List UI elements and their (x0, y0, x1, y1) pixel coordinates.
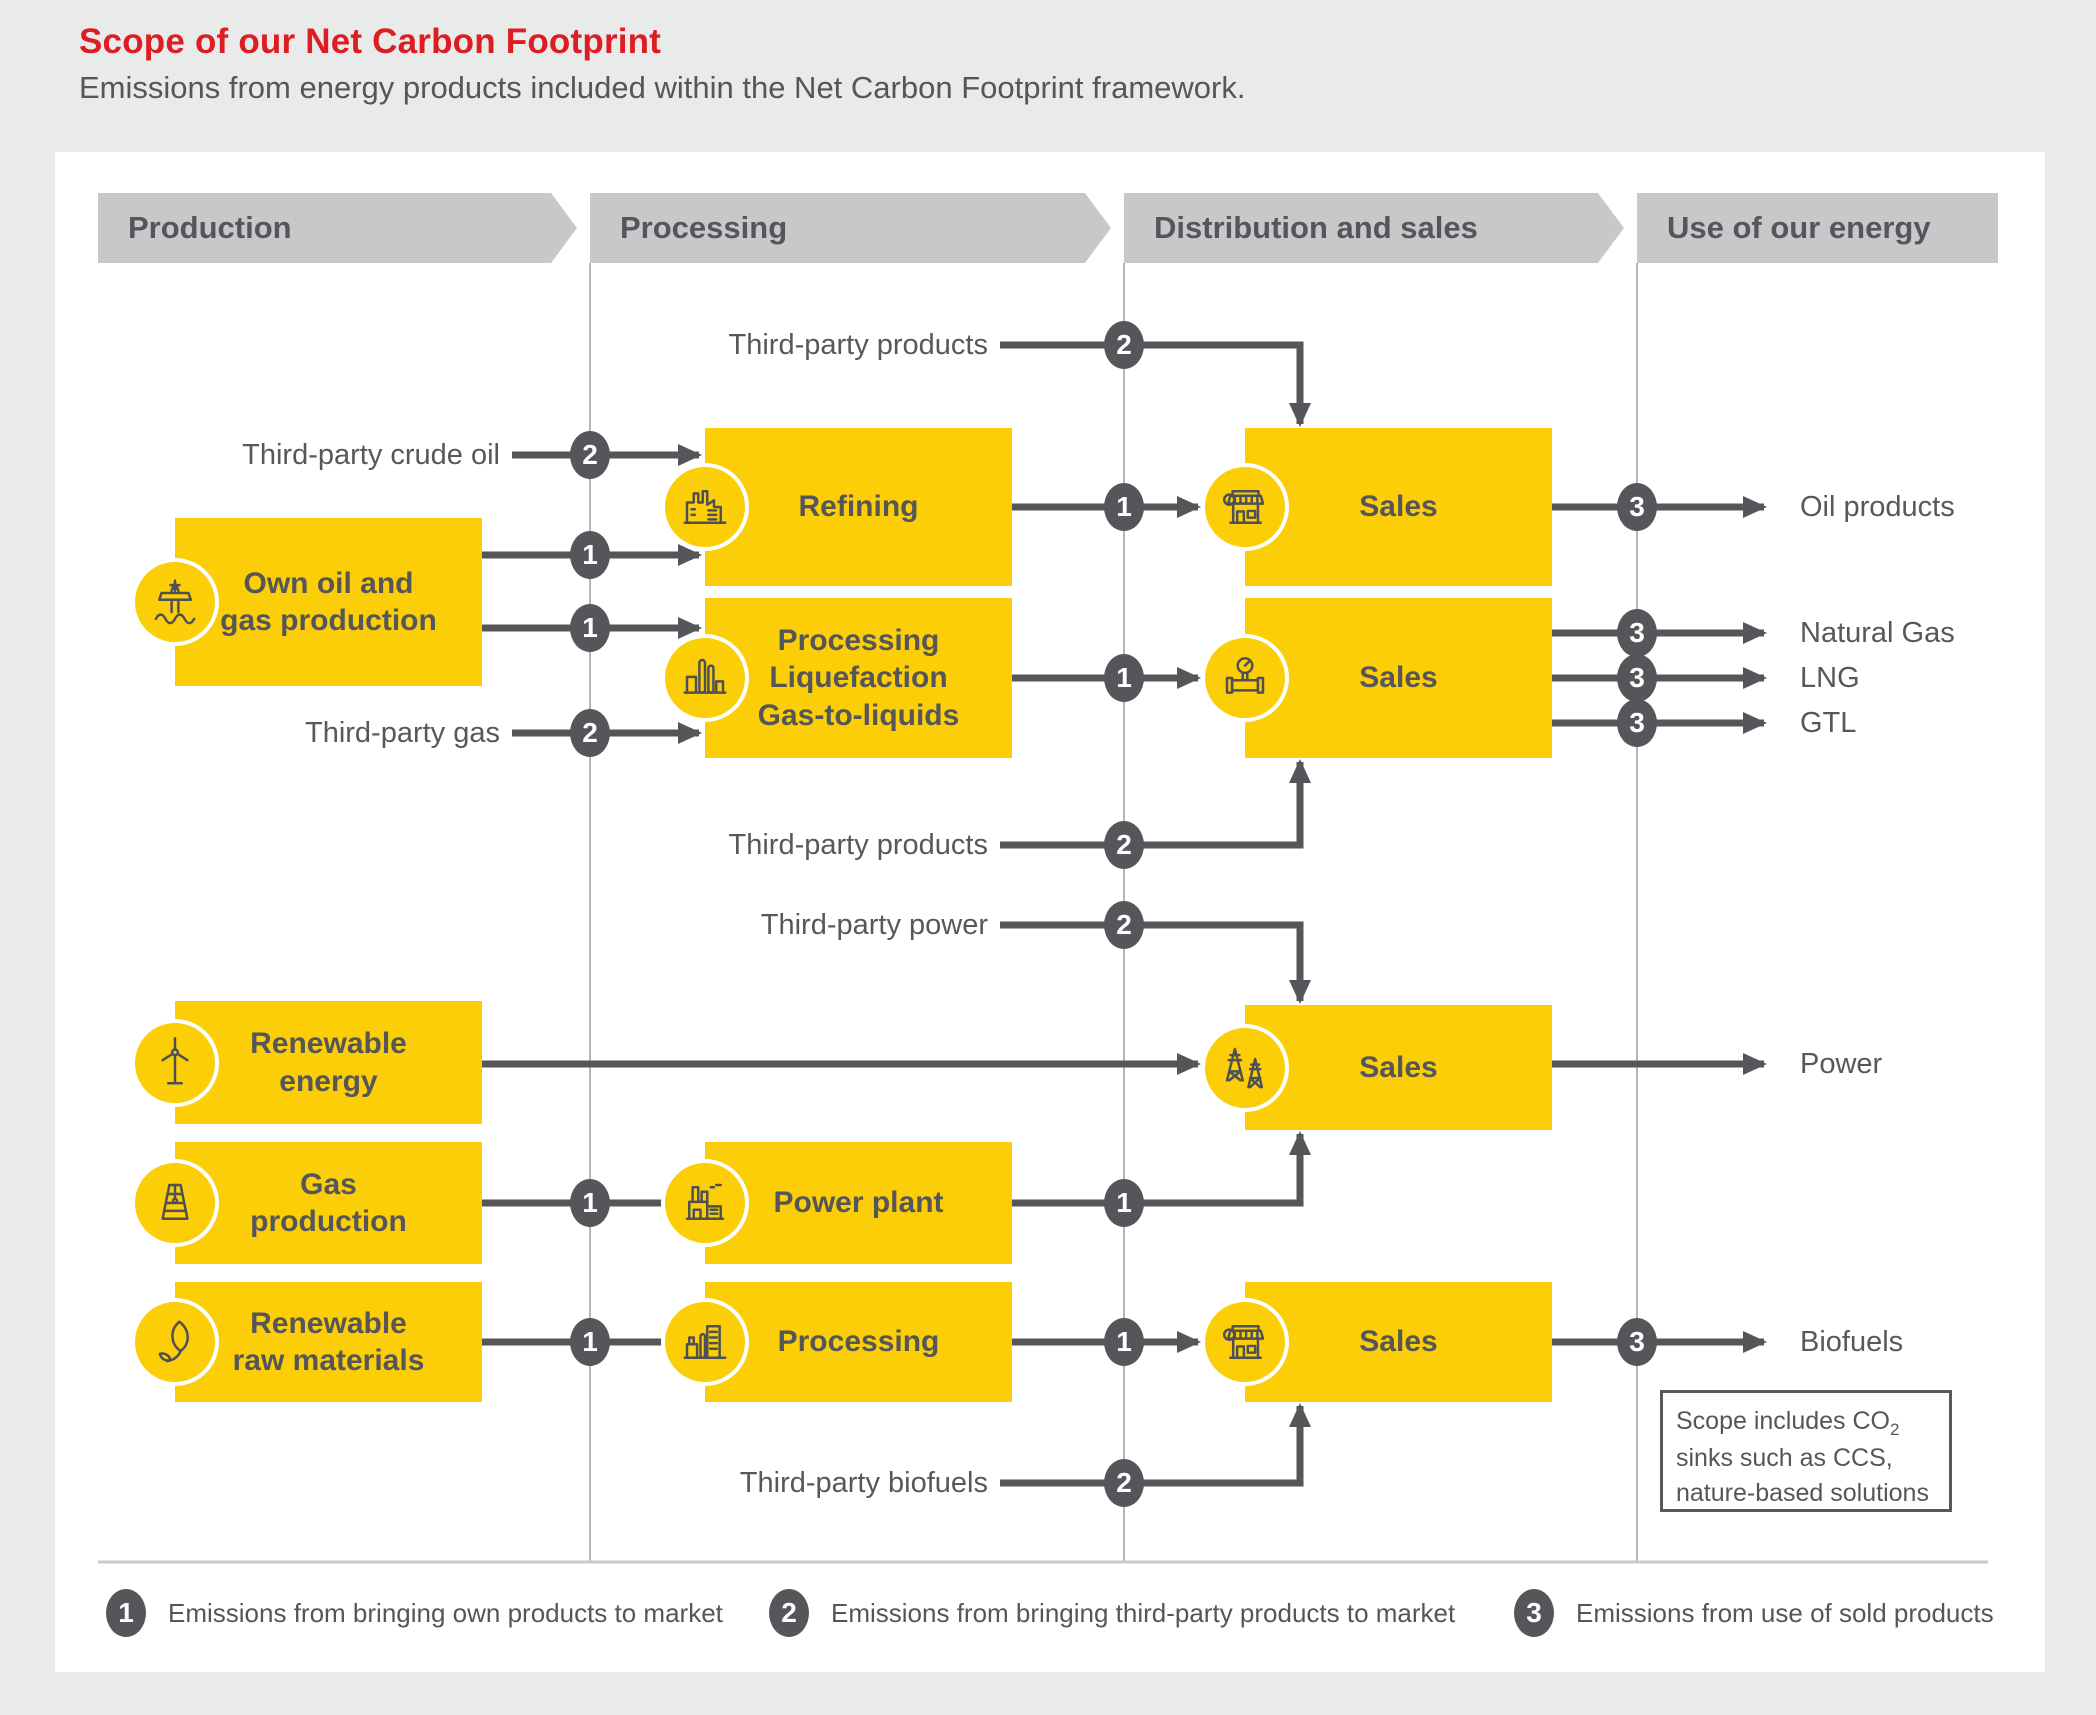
input-label-third-party-biofuels: Third-party biofuels (739, 1467, 988, 1499)
transmission-towers-icon (1201, 1023, 1289, 1112)
scope-note: Scope includes CO2 sinks such as CCS, na… (1660, 1390, 1952, 1512)
node-label: Sales (1359, 661, 1438, 695)
pipeline-gauge-icon (1201, 634, 1289, 722)
wire-third-party-products-to-sales-gas (1000, 759, 1311, 849)
badge-third-party: 2 (1104, 901, 1144, 949)
badge-third-party: 2 (1104, 821, 1144, 869)
output-label-power: Power (1800, 1048, 1883, 1080)
wire-third-party-products-to-sales-oil (1000, 341, 1311, 427)
node-label: Gas production (250, 1167, 407, 1239)
node-label: Renewable raw materials (232, 1306, 425, 1378)
output-label-oil-products: Oil products (1800, 491, 1955, 523)
node-gas-production: Gas production (131, 1142, 482, 1264)
legend-item-own-products: 1 Emissions from bringing own products t… (106, 1589, 723, 1637)
badge-own-products: 1 (570, 1318, 610, 1366)
offshore-platform-icon (131, 558, 219, 646)
legend-badge-3: 3 (1514, 1589, 1554, 1637)
stage-header-processing: Processing (590, 193, 1111, 263)
drilling-derrick-icon (131, 1159, 219, 1247)
badge-sold-products: 3 (1617, 609, 1657, 657)
node-label: Sales (1359, 1050, 1438, 1084)
badge-sold-products: 3 (1617, 1318, 1657, 1366)
wind-turbine-icon (131, 1018, 219, 1107)
stage-label: Distribution and sales (1154, 210, 1478, 245)
node-sales-power: Sales (1201, 1005, 1552, 1130)
badge-own-products: 1 (570, 604, 610, 652)
scope-note-line3: nature-based solutions (1676, 1478, 1929, 1507)
input-label-third-party-products: Third-party products (728, 829, 989, 861)
scope-note-line2: sinks such as CCS, (1676, 1444, 1893, 1473)
legend-badge-2: 2 (769, 1589, 809, 1637)
node-label: Renewable energy (250, 1027, 407, 1098)
node-label: Sales (1359, 490, 1438, 524)
input-label-third-party-crude-oil: Third-party crude oil (242, 439, 500, 471)
input-label-third-party-gas: Third-party gas (304, 717, 500, 749)
badge-own-products: 1 (1104, 1179, 1144, 1227)
stage-header-use-of-our-energy: Use of our energy (1637, 193, 1998, 263)
petrochemical-plant-icon (661, 634, 749, 722)
stage-header-distribution-and-sales: Distribution and sales (1124, 193, 1624, 263)
page-subtitle: Emissions from energy products included … (79, 70, 1246, 105)
badge-own-products: 1 (1104, 483, 1144, 531)
badge-third-party: 2 (570, 709, 610, 757)
node-sales-biofuels: Sales (1201, 1282, 1552, 1402)
node-label: Processing Liquefaction Gas-to-liquids (757, 623, 960, 732)
stage-label: Use of our energy (1667, 210, 1931, 245)
wire-power-plant-to-sales-power (1012, 1131, 1311, 1207)
leaf-icon (131, 1298, 219, 1386)
badge-third-party: 2 (1104, 1459, 1144, 1507)
stage-label: Production (128, 210, 292, 245)
node-label: Refining (798, 490, 919, 524)
output-label-natural-gas: Natural Gas (1800, 617, 1955, 649)
legend-text: Emissions from bringing own products to … (168, 1597, 723, 1628)
legend-badge-1: 1 (106, 1589, 146, 1637)
stage-label: Processing (620, 210, 788, 245)
node-refining: Refining (661, 428, 1012, 586)
stage-header-production: Production (98, 193, 577, 263)
badge-own-products: 1 (570, 531, 610, 579)
node-sales-oil: Sales (1201, 428, 1552, 586)
refinery-icon (661, 463, 749, 551)
node-renewable-energy: Renewable energy (131, 1001, 482, 1124)
processing-buildings-icon (661, 1298, 749, 1386)
storefront-icon (1201, 463, 1289, 551)
legend-text: Emissions from bringing third-party prod… (831, 1597, 1456, 1628)
scope-note-line1: Scope includes CO (1676, 1407, 1891, 1435)
badge-third-party: 2 (1104, 321, 1144, 369)
badge-own-products: 1 (1104, 654, 1144, 702)
output-label-gtl: GTL (1800, 707, 1857, 739)
node-renewable-raw-materials: Renewable raw materials (131, 1282, 482, 1402)
badge-sold-products: 3 (1617, 654, 1657, 702)
output-label-lng: LNG (1800, 662, 1860, 694)
power-plant-icon (661, 1159, 749, 1247)
badge-sold-products: 3 (1617, 483, 1657, 531)
node-processing-biofuels: Processing (661, 1282, 1012, 1402)
badge-own-products: 1 (570, 1179, 610, 1227)
scope-note-subscript: 2 (1890, 1420, 1900, 1439)
input-label-third-party-products: Third-party products (728, 329, 989, 361)
legend-item-sold-products: 3 Emissions from use of sold products (1514, 1589, 1994, 1637)
wire-third-party-biofuels-to-sales (1000, 1403, 1311, 1487)
storefront-icon (1201, 1298, 1289, 1386)
node-label: Own oil and gas production (220, 566, 437, 638)
node-processing-liquefaction-gtl: Processing Liquefaction Gas-to-liquids (661, 598, 1012, 758)
page-title: Scope of our Net Carbon Footprint (79, 22, 662, 61)
legend-text: Emissions from use of sold products (1576, 1597, 1994, 1628)
node-power-plant: Power plant (661, 1142, 1012, 1264)
node-label: Sales (1359, 1325, 1438, 1359)
node-label: Processing (777, 1325, 940, 1359)
wire-third-party-power-to-sales-power (1000, 921, 1311, 1004)
output-label-biofuels: Biofuels (1800, 1326, 1904, 1358)
node-own-oil-gas-production: Own oil and gas production (131, 518, 482, 686)
badge-sold-products: 3 (1617, 699, 1657, 747)
badge-third-party: 2 (570, 431, 610, 479)
node-sales-gas: Sales (1201, 598, 1552, 758)
input-label-third-party-power: Third-party power (760, 909, 988, 941)
node-label: Power plant (773, 1186, 944, 1220)
legend-item-third-party-products: 2 Emissions from bringing third-party pr… (769, 1589, 1455, 1637)
badge-own-products: 1 (1104, 1318, 1144, 1366)
